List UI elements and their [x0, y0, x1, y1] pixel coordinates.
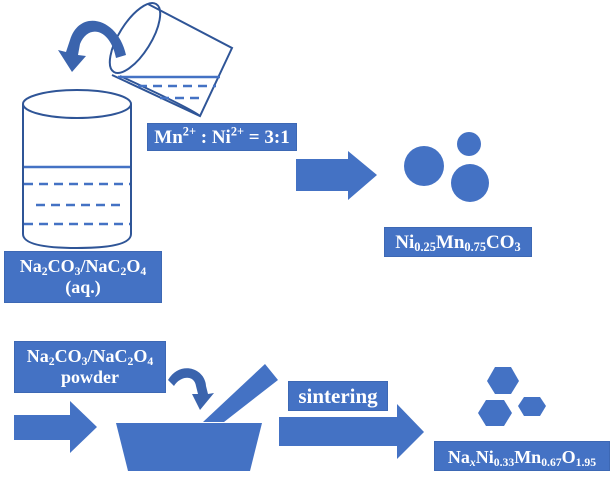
ratio-text: Mn2+ : Ni2+ = 3:1 [154, 124, 290, 148]
solution-state: (aq.) [65, 276, 101, 297]
solution-label: Na2CO3/NaC2O4 (aq.) [4, 251, 162, 303]
beaker-liquid-lines [118, 75, 220, 100]
hexagon-particle-icon [487, 367, 519, 394]
ratio-label: Mn2+ : Ni2+ = 3:1 [147, 123, 297, 151]
product-label: NaxNi0.33Mn0.67O1.95 [434, 441, 610, 471]
precursor-label: Ni0.25Mn0.75CO3 [384, 227, 532, 257]
particle-icon [457, 132, 481, 156]
powder-label: Na2CO3/NaC2O4 powder [14, 341, 166, 393]
sintering-label: sintering [288, 381, 388, 411]
block-arrow-icon [14, 401, 97, 453]
sintering-text: sintering [298, 384, 378, 408]
mortar-icon [116, 423, 262, 471]
particle-icon [451, 164, 489, 202]
block-arrow-icon [296, 151, 377, 200]
pestle-icon [203, 364, 278, 422]
cylinder-container-icon [22, 89, 132, 250]
powder-text: powder [61, 366, 119, 387]
cylinder-liquid-lines [24, 165, 130, 226]
solution-formula: Na2CO3/NaC2O4 [19, 256, 147, 278]
hexagon-particle-icon [518, 397, 546, 416]
particle-icon [404, 146, 444, 186]
precursor-formula: Ni0.25Mn0.75CO3 [395, 232, 521, 255]
pour-arrow-icon [58, 20, 126, 72]
product-formula: NaxNi0.33Mn0.67O1.95 [447, 447, 597, 469]
add-powder-arrow-icon [168, 368, 214, 410]
hexagon-particle-icon [478, 400, 512, 426]
sintering-arrow-icon [279, 404, 424, 459]
powder-formula: Na2CO3/NaC2O4 [26, 346, 154, 368]
